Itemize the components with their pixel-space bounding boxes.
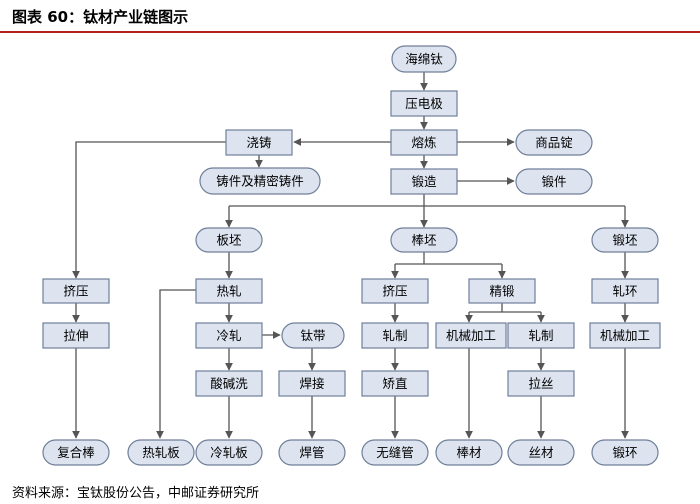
- node-hot-rolled-plate-label: 热轧板: [142, 445, 180, 460]
- node-slab: [195, 227, 263, 253]
- edge-bar-billet-split: [395, 252, 502, 265]
- edge-hot-rolling-plate: [156, 289, 196, 439]
- node-composite-bar: [42, 439, 110, 466]
- node-sponge-titanium-label: 海绵钛: [405, 52, 443, 67]
- node-ring: [591, 439, 659, 466]
- source-note: 资料来源：宝钛股份公告，中邮证券研究所: [12, 486, 260, 501]
- node-cold-rolled-plate: [195, 439, 263, 466]
- node-stretching-label: 拉伸: [63, 328, 88, 343]
- node-welded-pipe: [278, 439, 346, 466]
- node-machining-2: [589, 322, 661, 349]
- node-extrusion-mid: [361, 278, 429, 304]
- nodes: 海绵钛 压电极 浇铸 熔炼 商品锭 铸件及精密铸件 锻造 锻件 板坯 棒坯 锻坯…: [42, 45, 661, 466]
- node-bar: [435, 439, 503, 466]
- node-slab-label: 板坯: [216, 233, 242, 248]
- node-casting-label: 浇铸: [246, 135, 271, 150]
- node-forged-billet: [591, 227, 659, 253]
- node-welding: [278, 370, 346, 397]
- node-forgings-label: 锻件: [541, 174, 566, 189]
- title-divider: [0, 31, 700, 33]
- node-extrusion-left-label: 挤压: [63, 284, 88, 299]
- node-wire: [507, 439, 575, 466]
- edge-casting-extrusion: [72, 141, 226, 279]
- node-precision-forging-label: 精锻: [489, 284, 515, 299]
- node-composite-bar-label: 复合棒: [57, 445, 95, 460]
- node-straightening-label: 矫直: [382, 376, 407, 391]
- node-forging: [390, 168, 458, 195]
- edges: [72, 72, 629, 439]
- node-bar-label: 棒材: [456, 445, 481, 460]
- node-ingot-label: 商品锭: [535, 135, 573, 150]
- node-machining-1-label: 机械加工: [446, 328, 496, 343]
- node-precision-castings: [199, 167, 321, 195]
- node-forgings: [515, 168, 593, 195]
- node-welding-label: 焊接: [299, 376, 325, 391]
- node-ingot: [515, 129, 593, 156]
- node-hot-rolling: [195, 278, 263, 304]
- node-stretching: [42, 322, 110, 349]
- node-forged-billet-label: 锻坯: [612, 233, 638, 248]
- node-bar-billet: [390, 227, 458, 253]
- node-pickling: [195, 370, 263, 397]
- node-pickling-label: 酸碱洗: [210, 376, 248, 391]
- node-bar-billet-label: 棒坯: [411, 233, 437, 248]
- node-rolling-tube: [361, 322, 429, 349]
- node-extrusion-mid-label: 挤压: [382, 284, 407, 299]
- node-forging-label: 锻造: [411, 174, 437, 189]
- node-machining-2-label: 机械加工: [600, 328, 650, 343]
- node-machining-1: [435, 322, 507, 349]
- node-straightening: [361, 370, 429, 397]
- node-hot-rolling-label: 热轧: [216, 284, 241, 299]
- node-rolling-2-label: 轧制: [528, 328, 553, 343]
- node-precision-castings-label: 铸件及精密铸件: [216, 174, 304, 189]
- node-ring-label: 锻环: [612, 445, 637, 460]
- node-hot-rolled-plate: [127, 439, 195, 466]
- node-smelting: [390, 129, 458, 156]
- node-cold-rolling-label: 冷轧: [216, 328, 241, 343]
- node-casting: [225, 129, 293, 156]
- node-wire-label: 丝材: [528, 445, 553, 460]
- node-titanium-strip-label: 钛带: [300, 328, 325, 343]
- node-rolling-2: [507, 322, 575, 349]
- node-rolling-tube-label: 轧制: [382, 328, 407, 343]
- node-seamless-pipe: [361, 439, 429, 466]
- node-cold-rolled-plate-label: 冷轧板: [210, 445, 248, 460]
- node-electrode-label: 压电极: [405, 96, 443, 111]
- edge-precision-split: [469, 303, 541, 313]
- node-cold-rolling: [195, 322, 263, 349]
- node-electrode: [390, 90, 458, 117]
- node-ring-rolling: [591, 278, 659, 304]
- node-titanium-strip: [281, 322, 345, 349]
- node-smelting-label: 熔炼: [411, 135, 436, 150]
- node-welded-pipe-label: 焊管: [299, 445, 324, 460]
- node-precision-forging: [468, 278, 536, 304]
- edge-forging-bus: [229, 194, 625, 207]
- node-extrusion-left: [42, 278, 110, 304]
- node-seamless-pipe-label: 无缝管: [376, 445, 414, 460]
- node-sponge-titanium: [391, 45, 457, 73]
- figure-caption: 图表 60：钛材产业链图示: [12, 8, 189, 26]
- node-ring-rolling-label: 轧环: [612, 284, 637, 299]
- node-wire-drawing-label: 拉丝: [528, 376, 553, 391]
- node-wire-drawing: [507, 370, 575, 397]
